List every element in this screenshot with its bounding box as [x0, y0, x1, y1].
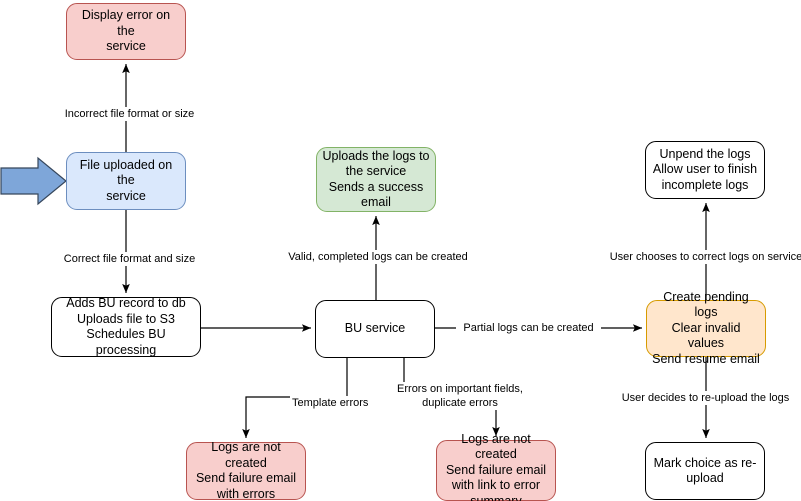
edge-label-incorrect-format: Incorrect file format or size [55, 107, 204, 121]
node-mark-choice-reupload[interactable]: Mark choice as re- upload [645, 442, 765, 500]
node-file-uploaded[interactable]: File uploaded on the service [66, 152, 186, 210]
edge-label-important-errors: Errors on important fields, duplicate er… [392, 382, 528, 410]
edge-label-partial-logs: Partial logs can be created [456, 321, 601, 335]
entry-arrow-icon [0, 156, 67, 206]
node-adds-bu-record[interactable]: Adds BU record to db Uploads file to S3 … [51, 296, 201, 357]
node-logs-not-created-fields[interactable]: Logs are not created Send failure email … [436, 432, 556, 501]
edge-label-template-errors: Template errors [290, 396, 379, 410]
edge-label-user-corrects: User chooses to correct logs on service [607, 250, 801, 264]
edge-label-user-reuploads: User decides to re-upload the logs [616, 391, 795, 405]
node-uploads-logs[interactable]: Uploads the logs to the service Sends a … [316, 147, 436, 212]
edge-label-valid-logs: Valid, completed logs can be created [281, 250, 475, 264]
node-bu-service[interactable]: BU service [315, 300, 435, 358]
edge-label-correct-format: Correct file format and size [55, 252, 204, 266]
node-create-pending-logs[interactable]: Create pending logs Clear invalid values… [646, 290, 766, 366]
node-logs-not-created-template[interactable]: Logs are not created Send failure email … [186, 440, 306, 501]
node-unpend-logs[interactable]: Unpend the logs Allow user to finish inc… [645, 141, 765, 199]
node-display-error[interactable]: Display error on the service [66, 3, 186, 60]
